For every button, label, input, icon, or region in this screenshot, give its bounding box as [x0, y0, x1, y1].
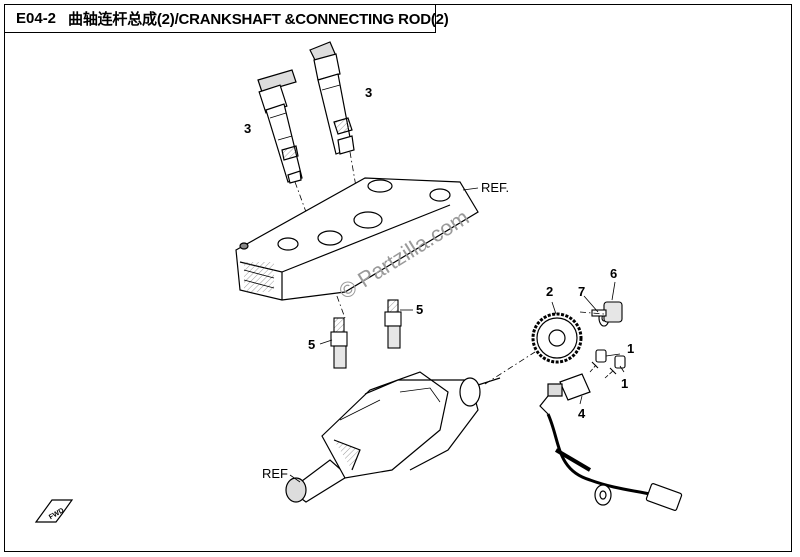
leader-line	[579, 395, 583, 405]
leader-line	[619, 365, 625, 373]
screw-lower[interactable]	[609, 355, 626, 375]
leader-line	[611, 281, 616, 301]
ref-label-cylinder-head-cover: REF.	[481, 180, 509, 195]
leader-line	[551, 301, 557, 315]
ignition-coil-left[interactable]	[257, 69, 303, 184]
diagram-title: 曲轴连杆总成(2)/CRANKSHAFT &CONNECTING ROD(2)	[68, 10, 449, 28]
leader-line	[349, 151, 361, 211]
leader-line	[604, 369, 615, 379]
callout-sensor: 4	[578, 406, 586, 421]
ref-label-crankshaft: REF	[262, 466, 288, 481]
leader-line	[289, 474, 301, 483]
callout-washer: 7	[578, 284, 585, 299]
callout-ignition-coil-right: 3	[365, 85, 372, 100]
leader-line	[589, 364, 597, 373]
leader-line	[583, 295, 599, 313]
spark-plug-right[interactable]	[384, 299, 402, 349]
callout-sprocket: 2	[546, 284, 553, 299]
leader-line	[319, 339, 333, 345]
callout-screw-lower: 1	[621, 376, 628, 391]
callout-spark-plug-left: 5	[308, 337, 315, 352]
crankshaft[interactable]	[285, 371, 501, 503]
ignition-coil-right[interactable]	[309, 41, 355, 155]
diagram-code: E04-2	[16, 9, 57, 27]
spark-plug-left[interactable]	[330, 317, 348, 369]
bolt[interactable]	[591, 301, 623, 323]
leader-line	[605, 353, 621, 357]
forward-direction-marker: FWD	[34, 499, 74, 523]
screw-upper[interactable]	[591, 349, 607, 369]
callout-screw-upper: 1	[627, 341, 634, 356]
callout-ignition-coil-left: 3	[244, 121, 251, 136]
leader-line	[484, 351, 536, 385]
leader-line	[462, 187, 479, 191]
callout-bolt: 6	[610, 266, 617, 281]
cylinder-head-cover[interactable]	[235, 177, 479, 301]
leader-line	[579, 311, 605, 315]
timing-sprocket[interactable]	[531, 312, 583, 364]
title-bar: E04-2 曲轴连杆总成(2)/CRANKSHAFT &CONNECTING R…	[4, 4, 449, 33]
diagram-frame	[4, 4, 792, 552]
callout-spark-plug-right: 5	[416, 302, 423, 317]
crank-position-sensor[interactable]	[539, 373, 683, 511]
